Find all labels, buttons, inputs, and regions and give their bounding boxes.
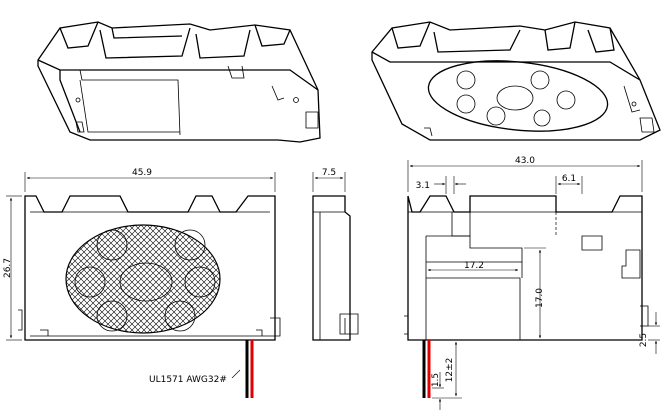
back-wire-length-dim: 12±2 — [445, 358, 455, 383]
back-pad-dim: 2.5 — [639, 333, 649, 347]
isometric-view-front — [37, 21, 321, 143]
front-width-dim: 45.9 — [132, 168, 152, 178]
back-strip-dim: 1.5 — [431, 373, 441, 387]
isometric-view-back — [371, 21, 661, 141]
side-view: 7.5 — [312, 168, 359, 341]
back-right-offset-dim: 6.1 — [562, 174, 576, 184]
back-view: 43.0 3.1 6.1 17.2 17.0 2.5 12±2 — [404, 156, 660, 410]
back-width-dim: 43.0 — [515, 156, 535, 166]
side-depth-dim: 7.5 — [322, 168, 336, 178]
back-inner-width-dim: 17.2 — [464, 261, 484, 271]
back-left-offset-dim: 3.1 — [416, 181, 430, 191]
wire-spec-label: UL1571 AWG32# — [149, 375, 227, 385]
back-inner-height-dim: 17.0 — [535, 288, 545, 308]
front-view: 45.9 26.7 UL1571 AWG32# — [3, 168, 281, 398]
front-height-dim: 26.7 — [3, 258, 13, 278]
